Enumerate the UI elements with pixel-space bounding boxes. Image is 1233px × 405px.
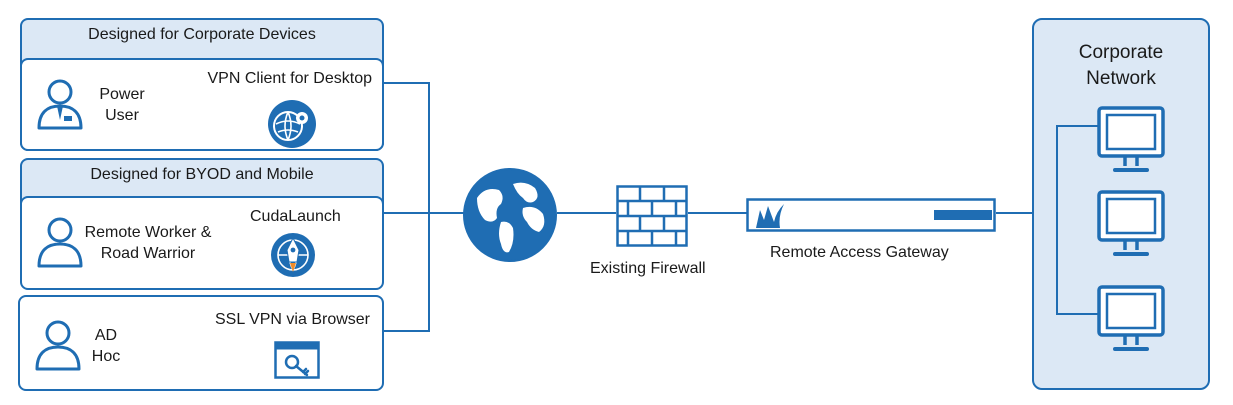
user-name-line2: User [105, 107, 139, 124]
corporate-network-title-line1: Corporate [1078, 42, 1164, 63]
firewall-label: Existing Firewall [590, 260, 706, 277]
user-name-line1: Remote Worker & [84, 224, 212, 241]
globe-icon [463, 168, 557, 262]
connector-line [1056, 125, 1058, 315]
corporate-devices-group: Designed for Corporate Devices Power Use… [20, 18, 384, 151]
connector-line [1056, 313, 1098, 315]
computer-icon [1097, 190, 1165, 256]
gateway-appliance-icon [746, 198, 996, 232]
user-name-line2: Hoc [91, 348, 121, 365]
client-label: VPN Client for Desktop [207, 70, 372, 87]
connector-line [688, 212, 748, 214]
user-icon [35, 320, 81, 371]
corporate-network-title: Corporate Network [1034, 40, 1208, 92]
connector-line [384, 330, 429, 332]
user-name: Power User [92, 84, 152, 126]
computer-icon [1097, 106, 1165, 172]
user-icon [37, 79, 83, 130]
corporate-devices-title: Designed for Corporate Devices [88, 26, 316, 43]
user-name: Remote Worker & Road Warrior [74, 222, 222, 264]
rocket-globe-icon [271, 233, 315, 277]
connector-line [557, 212, 616, 214]
globe-key-icon [268, 100, 316, 148]
gateway-label: Remote Access Gateway [770, 244, 949, 261]
corporate-network-title-line2: Network [1086, 68, 1156, 89]
connector-line [384, 82, 429, 84]
browser-key-icon [274, 341, 320, 379]
byod-mobile-group: Designed for BYOD and Mobile Remote Work… [20, 158, 384, 290]
byod-mobile-title: Designed for BYOD and Mobile [90, 166, 314, 183]
user-icon [37, 217, 83, 268]
user-name-line2: Road Warrior [100, 245, 196, 262]
power-user-card: Power User VPN Client for Desktop [20, 58, 384, 151]
connector-line [1056, 125, 1098, 127]
connector-line [996, 212, 1058, 214]
firewall-brick-icon [616, 185, 688, 247]
user-name-line1: AD [94, 327, 118, 344]
remote-worker-card: Remote Worker & Road Warrior CudaLaunch [20, 196, 384, 290]
ad-hoc-card: AD Hoc SSL VPN via Browser [18, 295, 384, 391]
connector-line [428, 82, 430, 332]
client-label: CudaLaunch [250, 208, 341, 225]
client-label: SSL VPN via Browser [214, 311, 370, 328]
connector-line [384, 212, 465, 214]
user-name: AD Hoc [86, 325, 126, 367]
computer-icon [1097, 285, 1165, 351]
user-name-line1: Power [99, 86, 145, 103]
